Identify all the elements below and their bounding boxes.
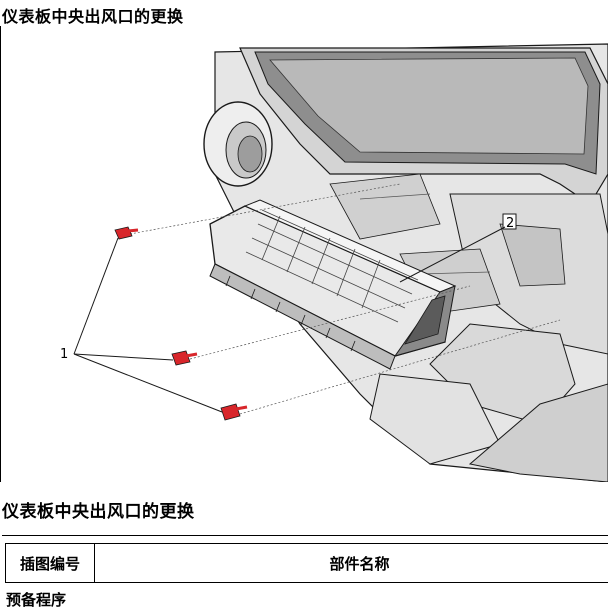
header-part-name: 部件名称 [95, 544, 608, 583]
leader-lines-1 [74, 238, 222, 412]
table-header-row: 插图编号 部件名称 [6, 544, 608, 583]
section-title: 仪表板中央出风口的更换 [2, 497, 195, 522]
callout-2: 2 [506, 216, 514, 231]
parts-table-wrapper: 插图编号 部件名称 [2, 535, 608, 606]
callout-1: 1 [60, 347, 68, 362]
parts-table: 插图编号 部件名称 [5, 543, 608, 583]
header-illustration-number: 插图编号 [6, 544, 95, 583]
fastener-bottom [221, 404, 247, 420]
fastener-middle [172, 351, 197, 365]
illustration-figure: 1 2 [0, 24, 608, 482]
preliminary-procedure-heading: 预备程序 [6, 589, 66, 610]
